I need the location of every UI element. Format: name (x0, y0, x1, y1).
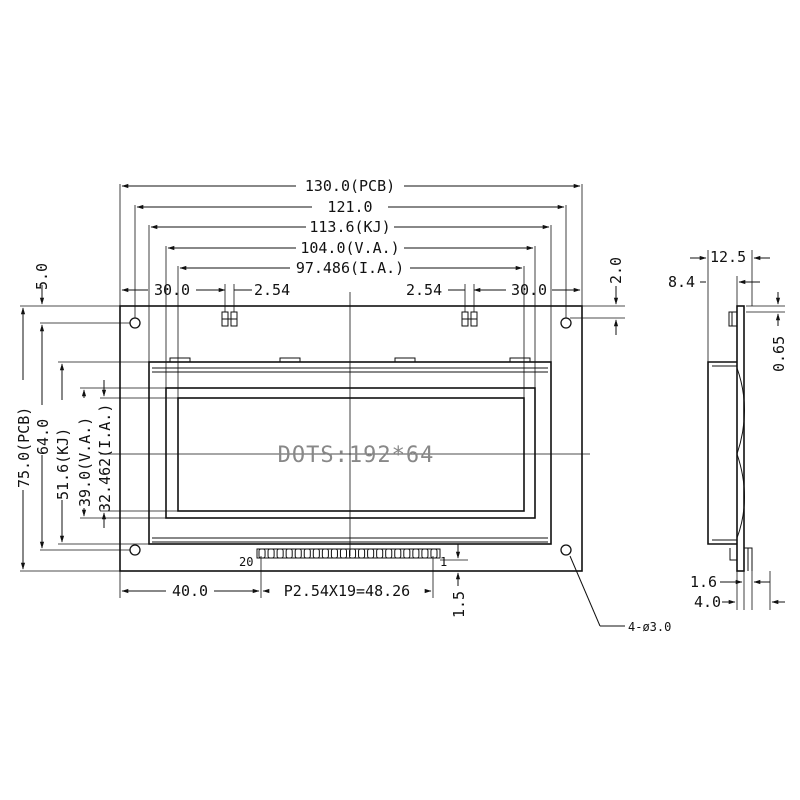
dim-pin-pitch: P2.54X19=48.26 (284, 582, 410, 600)
dim-bottom-left: 40.0 (172, 582, 208, 600)
mount-hole-tl (129, 317, 141, 329)
top-dimensions: 130.0(PCB) 121.0 113.6(KJ) 104.0(V.A.) 9… (20, 177, 625, 398)
dim-left-offset: 30.0 (154, 281, 190, 299)
front-view: DOTS:192*64 20 1 (100, 292, 590, 572)
active-area (177, 397, 525, 512)
mount-hole-bl (129, 544, 141, 556)
pin (321, 548, 329, 559)
dim-hole-span: 121.0 (327, 198, 372, 216)
dim-pcb-width: 130.0(PCB) (305, 177, 395, 195)
pin (258, 548, 266, 559)
mount-hole-tr (560, 317, 572, 329)
dim-va-width: 104.0(V.A.) (300, 239, 399, 257)
dim-side-pin-thk: 1.6 (690, 573, 717, 591)
dim-right-offset: 30.0 (511, 281, 547, 299)
dim-ia-height: 32.462(I.A.) (96, 404, 114, 512)
dim-side-gap: 0.65 (770, 336, 788, 372)
pin (367, 548, 375, 559)
pin (276, 548, 284, 559)
dim-ia-width: 97.486(I.A.) (296, 259, 404, 277)
dim-pitch-left: 2.54 (254, 281, 290, 299)
viewing-area (165, 387, 536, 519)
dim-top-right-small: 2.0 (607, 257, 625, 284)
pin (267, 548, 275, 559)
pin (430, 548, 438, 559)
pin-last-label: 1 (440, 555, 447, 569)
left-dimensions: 75.0(PCB) 64.0 51.6(KJ) 39.0(V.A.) 32.46… (15, 307, 178, 572)
pin (349, 548, 357, 559)
bottom-dimensions: 40.0 P2.54X19=48.26 1.5 4-ø3.0 (119, 544, 671, 634)
dim-hole-height: 64.0 (34, 419, 52, 455)
pin (285, 548, 293, 559)
dim-pin-offset: 1.5 (450, 591, 468, 618)
pin (303, 548, 311, 559)
display-dots-label: DOTS:192*64 (278, 443, 435, 468)
pcb-outline (119, 305, 583, 572)
pin (358, 548, 366, 559)
pin (421, 548, 429, 559)
dim-top-left-small: 5.0 (33, 263, 51, 290)
dim-kj-width: 113.6(KJ) (309, 218, 390, 236)
dim-va-height: 39.0(V.A.) (76, 417, 94, 507)
pin-first-label: 20 (239, 555, 253, 569)
side-view: 12.5 8.4 0.65 1.6 4.0 (668, 248, 788, 611)
pin (403, 548, 411, 559)
pin-header (256, 548, 441, 559)
pin (330, 548, 338, 559)
mount-hole-br (560, 544, 572, 556)
pin (294, 548, 302, 559)
dim-pitch-right: 2.54 (406, 281, 442, 299)
dim-pcb-height: 75.0(PCB) (15, 407, 33, 488)
pin (385, 548, 393, 559)
pin (376, 548, 384, 559)
dim-side-depth: 12.5 (710, 248, 746, 266)
pin (412, 548, 420, 559)
dim-side-pin-len: 4.0 (694, 593, 721, 611)
hole-note: 4-ø3.0 (628, 620, 671, 634)
pin (394, 548, 402, 559)
dim-kj-height: 51.6(KJ) (54, 428, 72, 500)
pin (312, 548, 320, 559)
pin-header-body (256, 548, 441, 559)
pin (339, 548, 348, 559)
dim-side-board: 8.4 (668, 273, 695, 291)
